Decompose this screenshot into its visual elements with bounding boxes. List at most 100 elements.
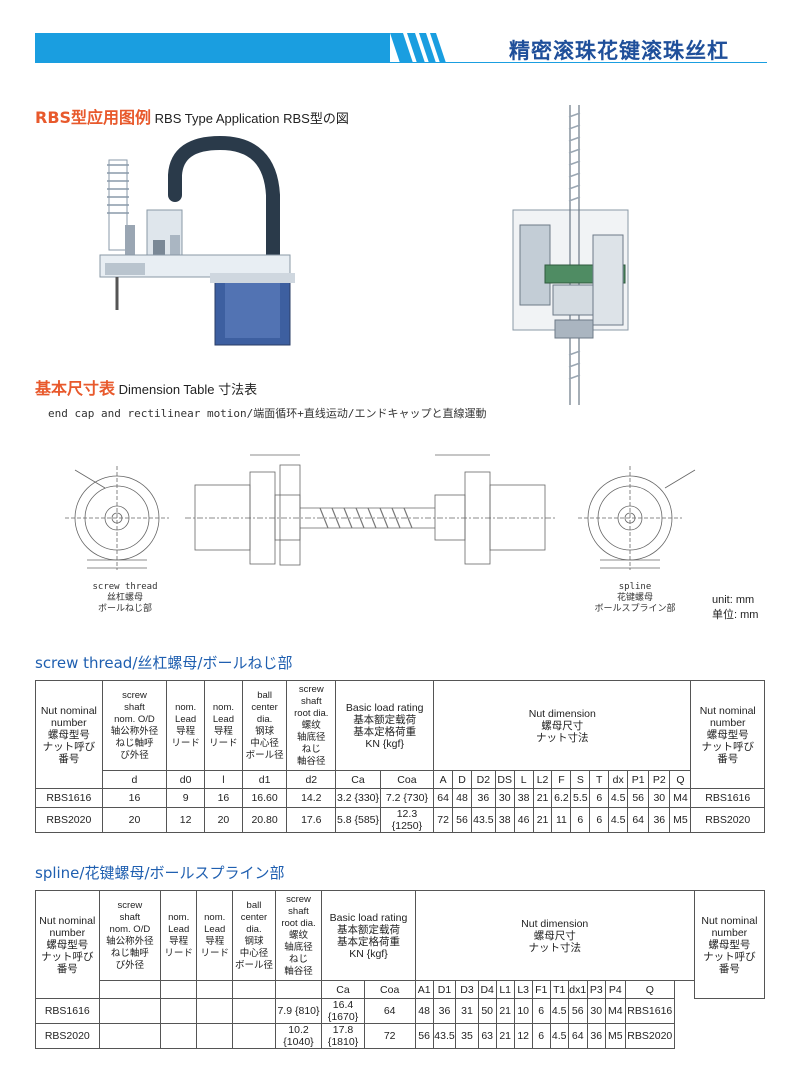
sub-header-cell: d2 xyxy=(286,770,337,789)
header-line: ナット呼び xyxy=(703,950,756,963)
header-line: 钢球 xyxy=(244,935,264,947)
table-cell: 43.5 xyxy=(432,1023,457,1049)
header-line: Nut dimension xyxy=(528,707,596,720)
table-cell: RBS1616 xyxy=(35,998,100,1024)
header-line: リード xyxy=(164,947,193,959)
header-line: 番号 xyxy=(717,752,739,765)
table-cell: 4.5 xyxy=(549,998,569,1024)
header-line: Basic load rating xyxy=(329,911,408,924)
header-line: center xyxy=(240,911,268,923)
sub-header-cell xyxy=(160,980,198,999)
sub-header-cell: L2 xyxy=(532,770,553,789)
header-line: Lead xyxy=(175,713,197,725)
table-cell xyxy=(196,998,234,1024)
table-cell: 5.5 xyxy=(570,788,591,808)
sub-header-cell: P2 xyxy=(648,770,671,789)
table-cell: 43.5 xyxy=(470,807,496,833)
table-cell: 36 xyxy=(432,998,457,1024)
header-line: 軸谷径 xyxy=(297,755,326,767)
header-line: ナット寸法 xyxy=(536,731,589,744)
table-cell: 56 xyxy=(627,788,650,808)
table-cell: 20.80 xyxy=(241,807,288,833)
table-cell: RBS1616 xyxy=(624,998,675,1024)
table-cell: 20 xyxy=(101,807,168,833)
table-cell: 36 xyxy=(470,788,496,808)
sub-header-cell xyxy=(274,980,323,999)
header-line: Nut dimension xyxy=(521,917,589,930)
header-line: number xyxy=(709,716,746,729)
table-cell: 56 xyxy=(567,998,588,1024)
header-line: 中心径 xyxy=(250,737,279,749)
table-cell: M5 xyxy=(669,807,692,833)
header-banner xyxy=(35,33,767,63)
header-line: nom. xyxy=(204,911,226,923)
header-line: リード xyxy=(171,737,200,749)
table-cell: 64 xyxy=(627,807,650,833)
table-cell: 6 xyxy=(570,807,591,833)
sub-header-cell: D4 xyxy=(477,980,497,999)
header-line: nom. xyxy=(212,701,234,713)
table-cell: 20 xyxy=(204,807,243,833)
table-cell: 48 xyxy=(414,998,434,1024)
table-cell xyxy=(232,1023,276,1049)
scara-robot-illustration xyxy=(99,135,295,346)
table-cell: RBS2020 xyxy=(35,807,103,833)
header-line: 基本额定载荷 xyxy=(353,713,417,726)
header-line: Nut nominal xyxy=(40,704,97,717)
table-cell: 48 xyxy=(452,788,472,808)
header-line: 导程 xyxy=(213,725,233,737)
header-line: 钢球 xyxy=(255,725,275,737)
table-cell: 11 xyxy=(551,807,572,833)
header-line: 番号 xyxy=(58,752,80,765)
table-cell: 4.5 xyxy=(549,1023,569,1049)
table-cell: 35 xyxy=(455,1023,479,1049)
table-cell: RBS2020 xyxy=(624,1023,675,1049)
sub-header-cell: L1 xyxy=(495,980,515,999)
header-line: nom. O/D xyxy=(109,923,151,935)
table-cell: 63 xyxy=(477,1023,497,1049)
application-heading-en: RBS Type Application xyxy=(154,111,280,126)
header-line: KN {kgf} xyxy=(349,947,388,960)
caption-line: ボールねじ部 xyxy=(97,604,152,614)
header-line: 中心径 xyxy=(239,947,269,959)
header-line: 轴公称外径 xyxy=(110,725,159,737)
table-cell: 56 xyxy=(452,807,472,833)
sub-header-cell: T1 xyxy=(549,980,569,999)
table-cell: 6 xyxy=(531,998,551,1024)
header-line: ねじ xyxy=(301,743,321,755)
sub-header-cell xyxy=(98,980,162,999)
header-line: 番号 xyxy=(56,962,78,975)
table-cell: RBS2020 xyxy=(35,1023,100,1049)
header-line: 基本额定载荷 xyxy=(336,923,400,936)
header-line: Nut nominal xyxy=(699,704,756,717)
header-line: number xyxy=(49,926,86,939)
header-line: 轴公称外径 xyxy=(106,935,154,947)
header-line: dia. xyxy=(246,923,262,935)
sub-header-cell xyxy=(232,980,276,999)
header-line: root dia. xyxy=(294,707,329,719)
table-cell: M4 xyxy=(604,998,626,1024)
header-line: Nut nominal xyxy=(39,914,96,927)
header-line: nom. O/D xyxy=(114,713,155,725)
header-line: screw shaft xyxy=(286,893,311,917)
header-line: 螺母尺寸 xyxy=(533,929,576,942)
header-line: screw shaft xyxy=(298,683,324,707)
sub-header-cell: Ca xyxy=(321,980,365,999)
spline-caption: spline 花键螺母 ボールスプライン部 xyxy=(585,582,685,615)
table-cell xyxy=(160,1023,198,1049)
table-cell: 14.2 xyxy=(286,788,337,808)
table-cell: 6 xyxy=(531,1023,551,1049)
table-cell: 72 xyxy=(433,807,454,833)
sub-header-cell: A1 xyxy=(414,980,434,999)
table-cell: 6.2 xyxy=(551,788,572,808)
table-cell: 46 xyxy=(513,807,534,833)
